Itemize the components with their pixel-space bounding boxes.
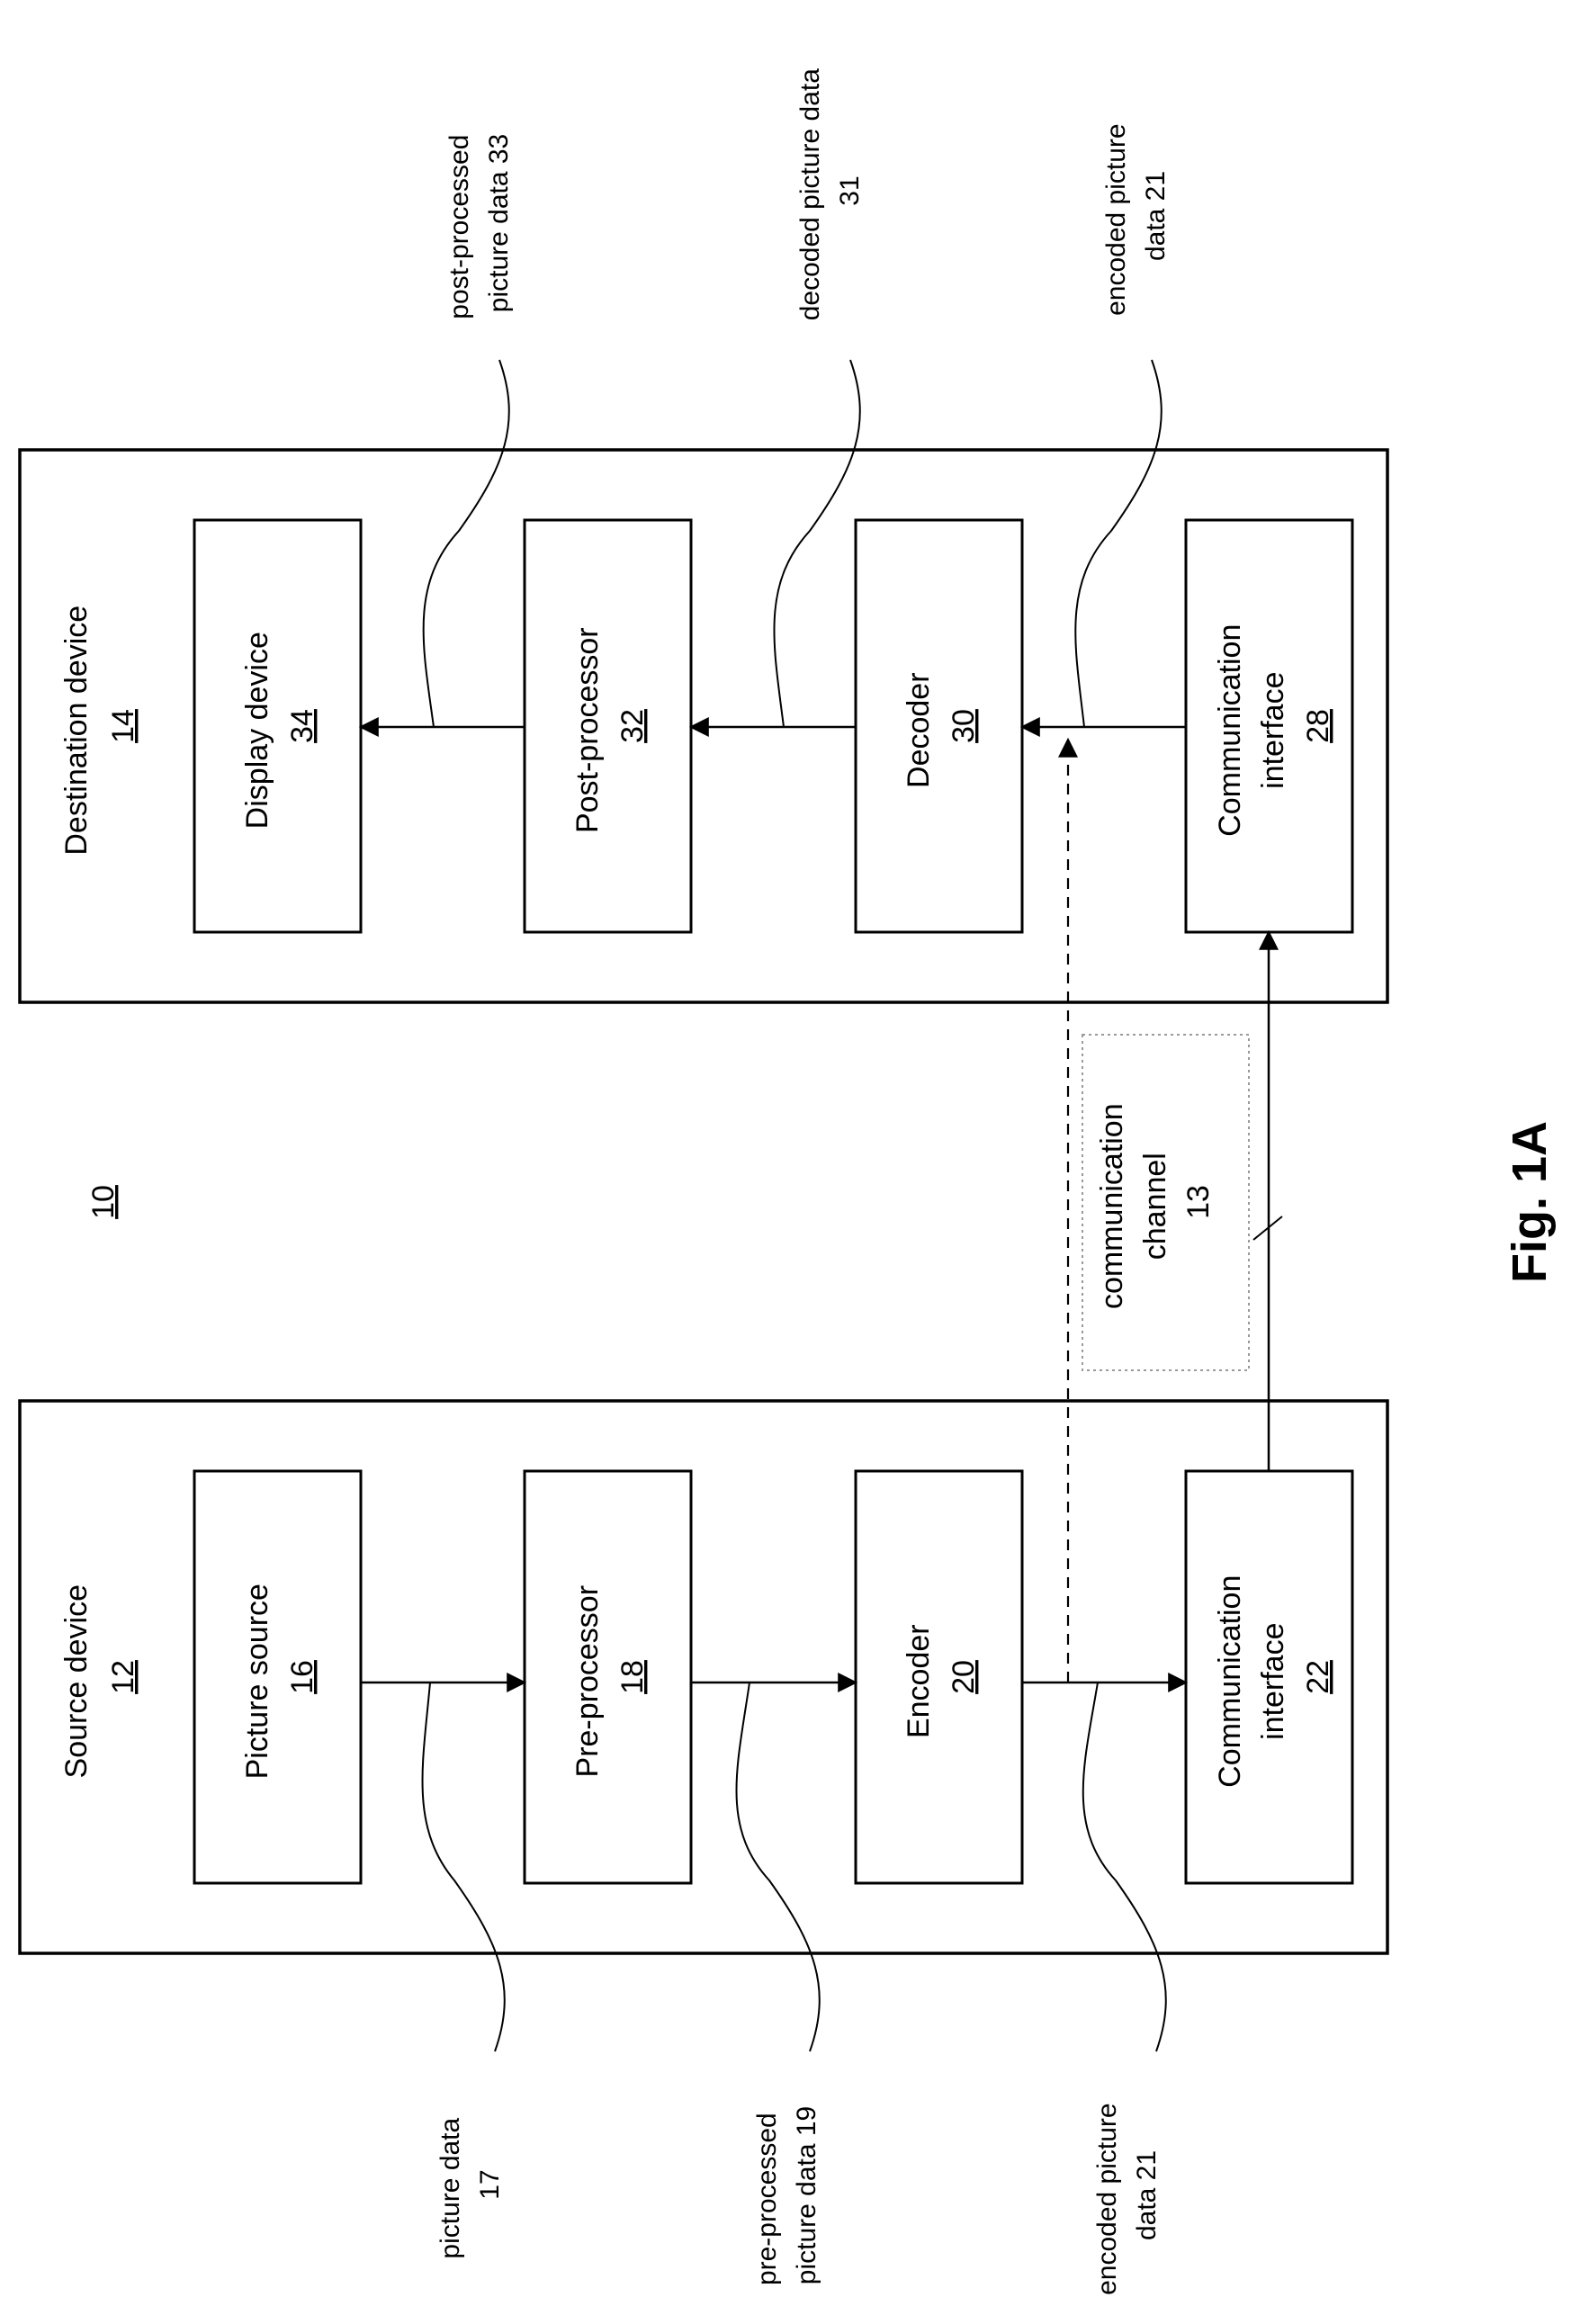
- svg-text:picture data 17: picture data 17: [435, 2110, 505, 2258]
- picture-source-block: Picture source 16: [194, 1471, 361, 1883]
- channel-label: communication channel 13: [1095, 1095, 1216, 1309]
- svg-text:pre-processed picture da: pre-processed picture data 19: [752, 2105, 821, 2285]
- system-reference: 10: [86, 1185, 121, 1219]
- source-device: Source device 12 Picture source 16 Pre-p…: [20, 1401, 1387, 1953]
- source-communication-interface-block: Communication interface 22: [1186, 1471, 1352, 1883]
- svg-text:decoded picture data 31: decoded picture data 31: [795, 61, 865, 321]
- svg-text:post-processed picture d: post-processed picture data 33: [444, 127, 514, 319]
- decoder-block: Decoder 30: [856, 520, 1022, 932]
- figure-label: Fig. 1A: [1503, 1121, 1557, 1283]
- destination-device: Destination device 14 Display device 34 …: [20, 450, 1387, 1002]
- svg-text:encoded picture data 21: encoded picture data 21: [1092, 2095, 1162, 2295]
- destination-communication-interface-block: Communication interface 28: [1186, 520, 1352, 932]
- pre-processor-block: Pre-processor 18: [525, 1471, 691, 1883]
- encoder-block: Encoder 20: [856, 1471, 1022, 1883]
- svg-text:encoded picture data 21: encoded picture data 21: [1101, 116, 1171, 316]
- post-processor-block: Post-processor 32: [525, 520, 691, 932]
- display-device-block: Display device 34: [194, 520, 361, 932]
